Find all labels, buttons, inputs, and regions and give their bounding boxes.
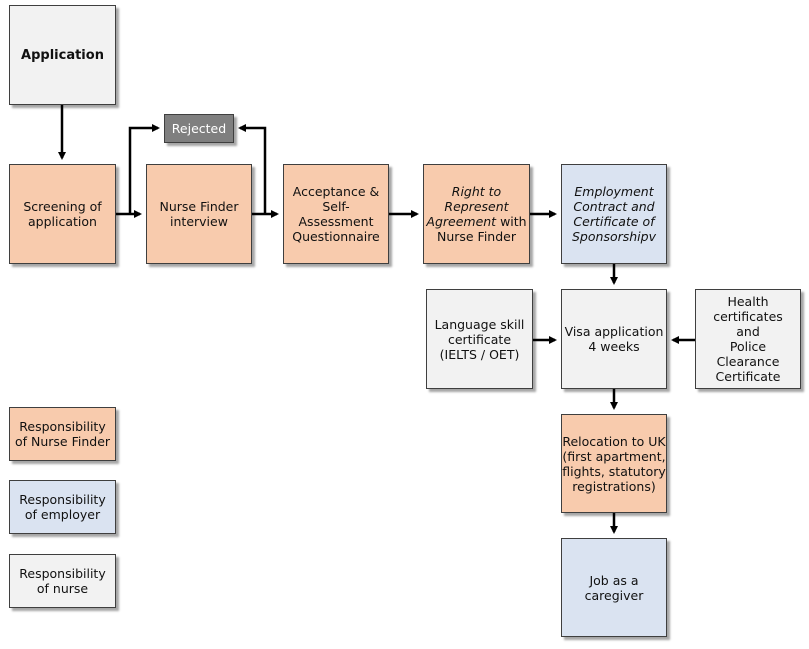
- application-box: Application: [9, 5, 116, 105]
- relocation-box: Relocation to UK (first apartment, fligh…: [561, 414, 667, 513]
- legend-employer: Responsibility of employer: [9, 480, 116, 534]
- legend-nurse: Responsibility of nurse: [9, 554, 116, 608]
- employment-contract-box: Employment Contract and Certificate of S…: [561, 164, 667, 264]
- application-label: Application: [21, 47, 104, 63]
- arrow-screening-to-rejected: [128, 124, 160, 214]
- legend-nurse-finder-label: Responsibility of Nurse Finder: [14, 419, 111, 449]
- right-to-represent-rest: with Nurse Finder: [436, 214, 527, 244]
- screening-box: Screening of application: [9, 164, 116, 264]
- arrow-interview-to-rejected: [238, 124, 267, 214]
- job-caregiver-box: Job as a caregiver: [561, 538, 667, 637]
- legend-nurse-label: Responsibility of nurse: [19, 566, 106, 596]
- legend-nurse-finder: Responsibility of Nurse Finder: [9, 407, 116, 461]
- employment-contract-label: Employment Contract and Certificate of S…: [572, 184, 656, 244]
- interview-box: Nurse Finder interview: [146, 164, 252, 264]
- acceptance-label: Acceptance & Self-Assessment Questionnai…: [292, 184, 380, 244]
- rejected-label: Rejected: [171, 121, 227, 136]
- screening-label: Screening of application: [23, 199, 102, 229]
- health-certificates-label: Health certificates and Police Clearance…: [713, 294, 783, 384]
- health-certificates-box: Health certificates and Police Clearance…: [695, 289, 801, 389]
- acceptance-box: Acceptance & Self-Assessment Questionnai…: [283, 164, 389, 264]
- right-to-represent-italic: Right to Represent Agreement: [426, 184, 509, 229]
- rejected-box: Rejected: [164, 114, 234, 143]
- relocation-label: Relocation to UK (first apartment, fligh…: [562, 433, 666, 494]
- visa-application-label: Visa application 4 weeks: [564, 324, 664, 354]
- job-caregiver-label: Job as a caregiver: [584, 572, 644, 603]
- language-certificate-label: Language skill certificate (IELTS / OET): [434, 316, 525, 362]
- language-certificate-box: Language skill certificate (IELTS / OET): [426, 289, 533, 389]
- interview-label: Nurse Finder interview: [159, 199, 239, 229]
- visa-application-box: Visa application 4 weeks: [561, 289, 667, 389]
- right-to-represent-box: Right to Represent Agreement with Nurse …: [423, 164, 530, 264]
- legend-employer-label: Responsibility of employer: [19, 492, 106, 522]
